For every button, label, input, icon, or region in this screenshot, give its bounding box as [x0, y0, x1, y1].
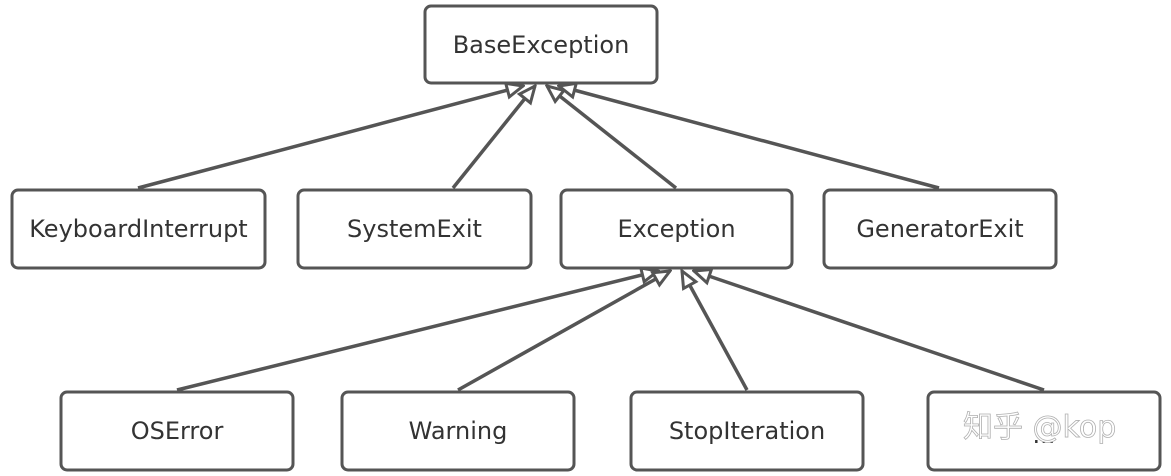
node-label: GeneratorExit — [856, 215, 1023, 243]
edges-layer — [137, 86, 1045, 392]
node-box — [822, 188, 1058, 270]
node-label: Exception — [617, 215, 735, 243]
node-box — [423, 4, 659, 85]
node-ellipsis: ... — [926, 390, 1162, 472]
edge-line — [137, 86, 523, 190]
edge-keyboardinterrupt-to-baseexception — [137, 86, 523, 190]
watermark: 知乎 @kop — [963, 410, 1117, 446]
edge-oserror-to-exception — [176, 271, 658, 392]
node-box — [296, 188, 533, 270]
edge-line — [457, 271, 670, 392]
node-oserror: OSError — [59, 390, 295, 472]
edge-exception-to-baseexception — [547, 86, 678, 190]
edge-systemexit-to-baseexception — [451, 86, 535, 190]
node-box — [629, 390, 865, 472]
node-exception: Exception — [559, 188, 794, 270]
node-label: Warning — [409, 417, 508, 445]
node-label: SystemExit — [347, 215, 482, 243]
node-label: OSError — [131, 417, 224, 445]
node-box — [926, 390, 1162, 472]
edge-stopiteration-to-exception — [682, 271, 749, 391]
node-generatorexit: GeneratorExit — [822, 188, 1058, 270]
edge-line — [682, 271, 749, 391]
node-baseexception: BaseException — [423, 4, 659, 85]
edge-generatorexit-to-baseexception — [559, 86, 940, 190]
edge-ellipsis-to-exception — [694, 271, 1045, 392]
node-label: StopIteration — [669, 417, 825, 445]
node-systemexit: SystemExit — [296, 188, 533, 270]
node-box — [10, 188, 267, 270]
nodes-layer: BaseException KeyboardInterrupt SystemEx… — [10, 4, 1162, 472]
node-label: KeyboardInterrupt — [29, 215, 247, 243]
edge-line — [694, 271, 1045, 392]
node-warning: Warning — [340, 390, 576, 472]
node-keyboardinterrupt: KeyboardInterrupt — [10, 188, 267, 270]
edge-line — [176, 271, 658, 392]
node-box — [340, 390, 576, 472]
edge-line — [559, 86, 940, 190]
node-box — [59, 390, 295, 472]
node-label: ... — [1033, 421, 1056, 449]
node-stopiteration: StopIteration — [629, 390, 865, 472]
node-box — [559, 188, 794, 270]
node-label: BaseException — [453, 31, 630, 59]
edge-line — [547, 86, 678, 190]
edge-warning-to-exception — [457, 271, 670, 392]
watermark-text: 知乎 @kop — [963, 410, 1116, 445]
edge-line — [451, 86, 535, 190]
